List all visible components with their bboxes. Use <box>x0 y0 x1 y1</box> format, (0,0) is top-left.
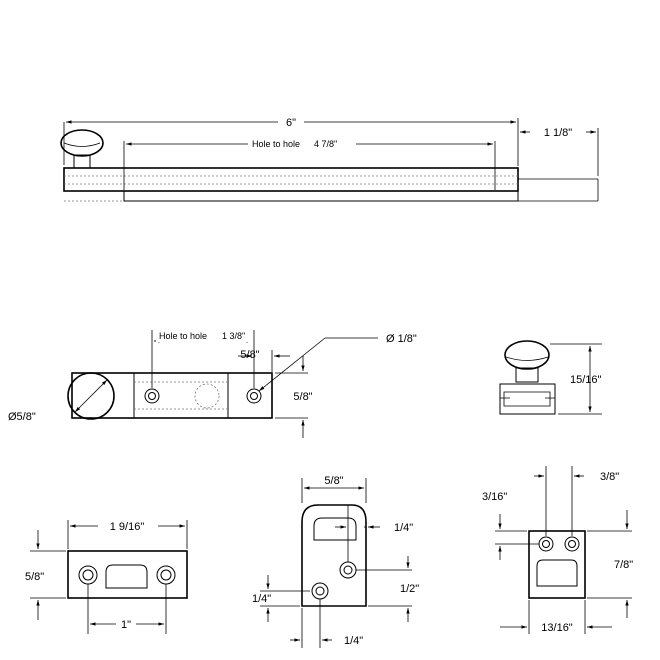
keeper-vertical-spacing-label: 1/2" <box>400 583 419 595</box>
hole-diameter-label: Ø 1/8" <box>386 333 417 345</box>
side-view: 6" Hole to hole 4 7/8" 1 1/8" <box>60 114 599 202</box>
top-hole-to-hole-label: Hole to hole <box>159 331 207 341</box>
keeper-width-label: 5/8" <box>324 475 343 487</box>
top-width-label: 5/8" <box>293 391 312 403</box>
end-height-label: 15/16" <box>570 374 602 386</box>
square-keeper: 3/8" 3/16" 7/8" 13/16" <box>482 466 633 634</box>
overall-length-label: 6" <box>286 117 296 129</box>
throw-label: 1 1/8" <box>544 127 572 139</box>
knob-top <box>67 372 115 420</box>
top-offset-label: 5/8" <box>240 349 259 361</box>
top-hole-to-hole-value: 1 3/8" <box>222 331 245 341</box>
knob-diameter-label: Ø5/8" <box>8 411 36 423</box>
keeper-bottom-height-label: 1/4" <box>252 593 271 605</box>
hole-to-hole-value: 4 7/8" <box>314 139 337 149</box>
bolt-body <box>63 167 519 192</box>
end-view: 15/16" <box>499 340 602 415</box>
hole-to-hole-label: Hole to hole <box>252 139 300 149</box>
top-view: Hole to hole 1 3/8" 5/8" Ø 1/8" 5/8" Ø5/… <box>8 330 417 438</box>
base-plate <box>123 190 519 202</box>
top-plate <box>71 372 273 419</box>
strike-plate: 1 9/16" 5/8" 1" <box>25 518 188 634</box>
sq-hole-spacing-label: 3/8" <box>600 471 619 483</box>
keeper-top-inset-label: 1/4" <box>394 522 413 534</box>
sq-height-label: 7/8" <box>614 559 633 571</box>
strike-length-label: 1 9/16" <box>110 521 145 533</box>
sq-width-label: 13/16" <box>541 622 573 634</box>
strike-spacing-label: 1" <box>121 619 131 631</box>
strike-height-label: 5/8" <box>25 571 44 583</box>
knob-side <box>60 129 104 169</box>
keeper: 5/8" 1/4" 1/2" 1/4" 1/4" <box>252 475 419 648</box>
keeper-bottom-inset-label: 1/4" <box>344 635 363 647</box>
mounting-hole <box>144 388 160 404</box>
sq-offset-label: 3/16" <box>482 491 507 503</box>
mounting-hole <box>246 388 262 404</box>
